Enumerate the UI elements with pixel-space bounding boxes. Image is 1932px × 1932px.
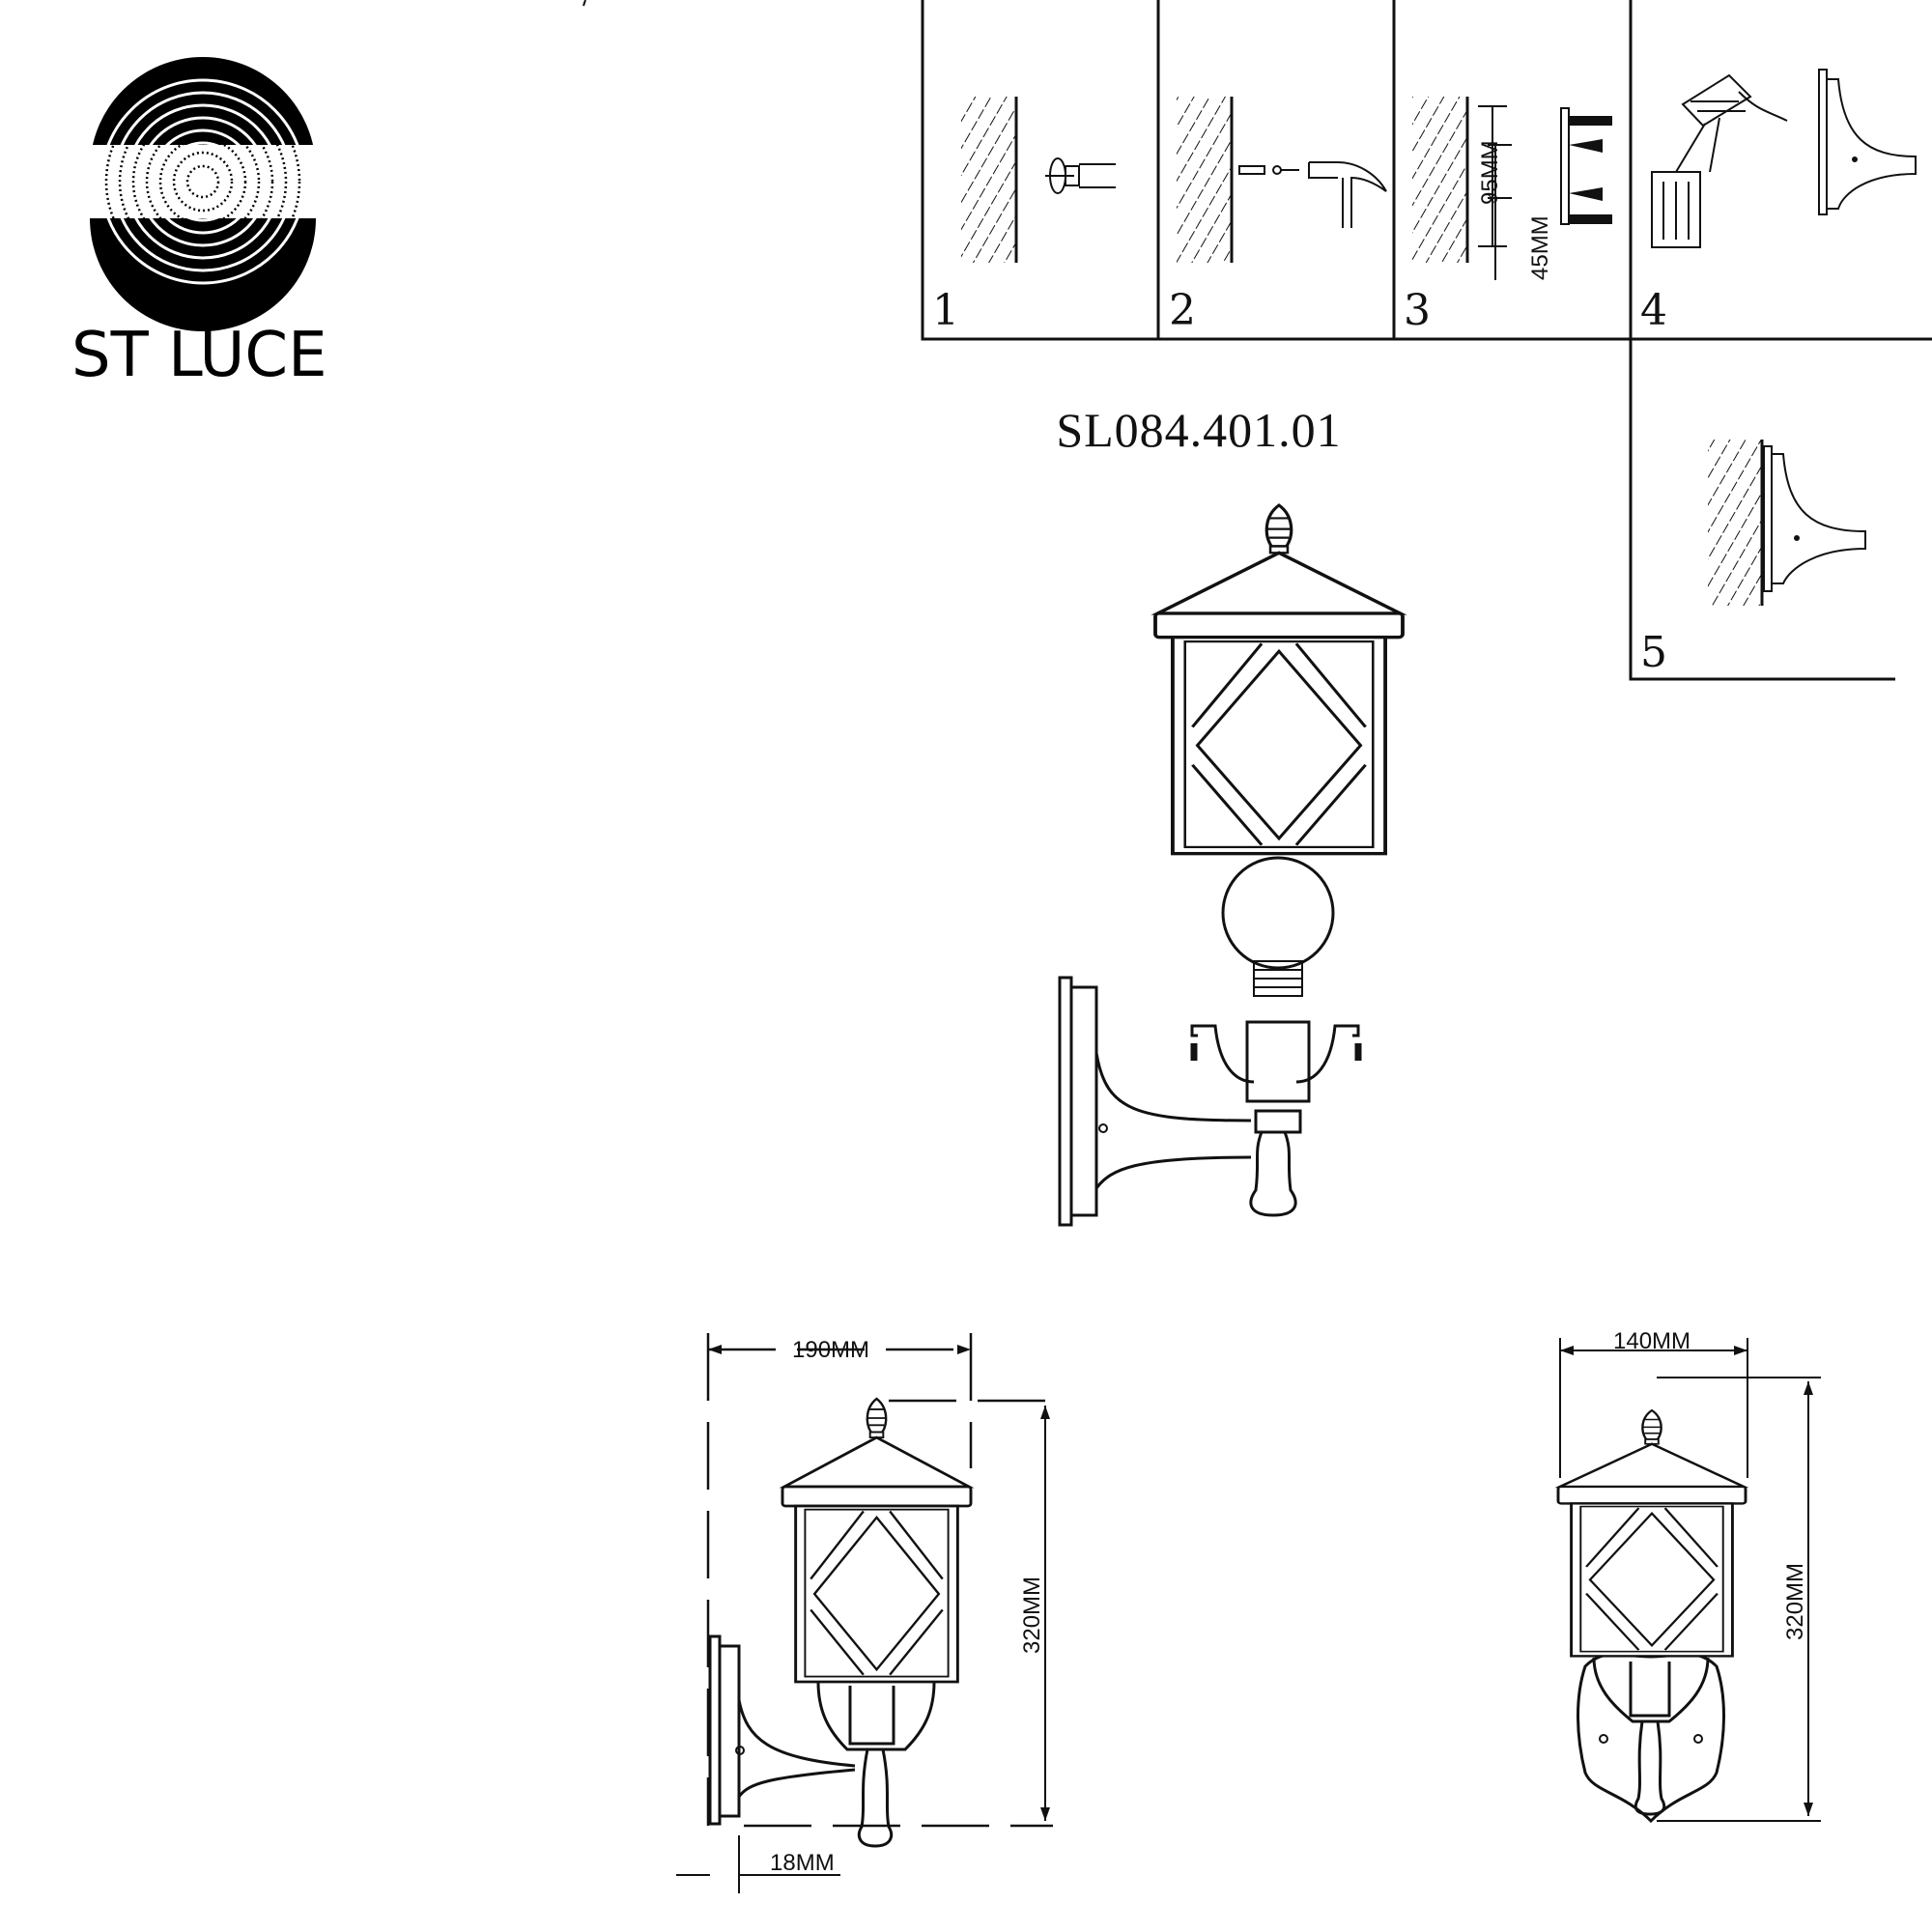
- step-number: 5: [1640, 628, 1667, 677]
- drill-icon: [1045, 157, 1116, 194]
- mounted-bracket-icon: [1763, 445, 1866, 592]
- width-dimension: 190MM: [792, 1337, 869, 1363]
- exploded-view: [1058, 503, 1405, 1227]
- step-1: 1: [932, 97, 1116, 335]
- width-dimension: 140MM: [1613, 1328, 1690, 1354]
- dimension-lines: [676, 1333, 1053, 1893]
- logo-mark: [85, 57, 322, 331]
- height-dimension: 320MM: [1019, 1577, 1045, 1654]
- step-5: 5: [1640, 440, 1866, 677]
- hammer-anchor-icon: [1238, 161, 1387, 228]
- dimension-45mm: 45MM: [1527, 215, 1553, 280]
- wiring-terminal-icon: [1651, 69, 1917, 248]
- depth-dimension: 18MM: [770, 1850, 835, 1876]
- lamp-holder: [1190, 1020, 1362, 1217]
- brand-logo: ST LUCE: [71, 57, 327, 391]
- screws-bracket-icon: [1478, 105, 1612, 280]
- step-number: 4: [1640, 286, 1667, 335]
- installation-steps: 1 2 95MM 45MM 3: [921, 0, 1932, 681]
- lamp-head: [1153, 503, 1405, 856]
- step-number: 1: [932, 286, 959, 335]
- corner-mark: [582, 0, 586, 7]
- model-number: SL084.401.01: [1056, 403, 1341, 457]
- side-view-drawing: 190MM 320MM 18MM: [676, 1333, 1053, 1893]
- step-4: 4: [1640, 69, 1917, 335]
- step-3: 95MM 45MM 3: [1404, 97, 1612, 335]
- step-2: 2: [1169, 97, 1387, 335]
- lamp-head: [1556, 1408, 1747, 1658]
- front-view-drawing: 140MM 320MM: [1556, 1328, 1821, 1824]
- step-number: 2: [1169, 286, 1196, 335]
- dimension-95mm: 95MM: [1477, 140, 1503, 205]
- step-number: 3: [1404, 286, 1431, 335]
- dimension-lines: [1559, 1338, 1821, 1822]
- bulb-icon: [1221, 856, 1335, 997]
- height-dimension: 320MM: [1782, 1563, 1808, 1640]
- lamp-head: [781, 1397, 973, 1684]
- wall-bracket: [1058, 976, 1252, 1227]
- brand-name: ST LUCE: [71, 320, 327, 391]
